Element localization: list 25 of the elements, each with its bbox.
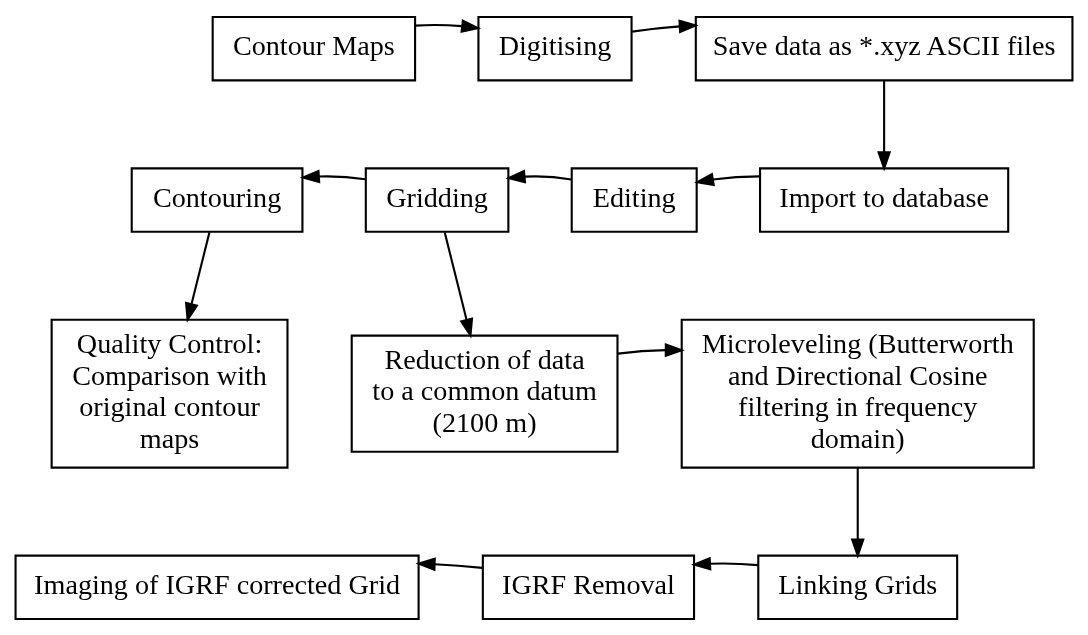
- arrow: [877, 80, 892, 171]
- node-box: Reduction of data to a common datum (2100 m): [350, 334, 619, 453]
- arrow: [415, 556, 483, 571]
- node-box: Quality Control: Comparison with original contour maps: [50, 318, 289, 469]
- node-box: Digitising: [477, 15, 633, 81]
- arrow: [690, 556, 759, 571]
- node-box: Contouring: [130, 166, 304, 233]
- arrow: [850, 467, 865, 559]
- arrow: [299, 168, 366, 183]
- node-box: Microleveling (Butterworth and Directional Cosine filtering in frequency domain): [680, 318, 1035, 469]
- arrow: [415, 18, 482, 33]
- node-box: Editing: [570, 166, 698, 233]
- node-box: Imaging of IGRF corrected Grid: [14, 554, 420, 620]
- arrow: [443, 231, 474, 338]
- node-box: Gridding: [364, 166, 510, 233]
- arrow: [694, 172, 760, 186]
- arrow: [617, 342, 685, 357]
- node-box: Save data as *.xyz ASCII files: [694, 15, 1074, 81]
- node-box: Contour Maps: [211, 15, 417, 81]
- node-box: Import to database: [759, 166, 1010, 233]
- arrow: [632, 18, 699, 33]
- node-box: IGRF Removal: [481, 554, 696, 620]
- node-box: Linking Grids: [757, 554, 959, 620]
- arrow: [184, 231, 211, 323]
- arrow: [505, 169, 572, 184]
